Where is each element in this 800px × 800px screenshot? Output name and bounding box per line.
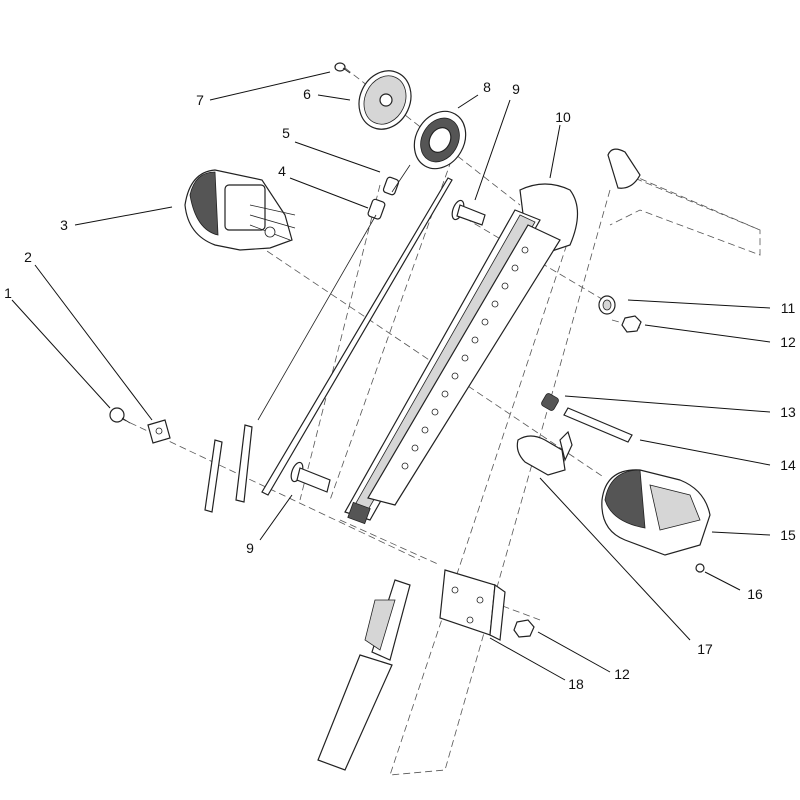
lever-part-17 <box>516 430 573 476</box>
callout-10: 10 <box>555 109 571 125</box>
callout-1: 1 <box>4 285 12 301</box>
screw-part-16 <box>695 563 705 573</box>
cable-connector-part-5 <box>382 176 400 196</box>
mounting-bracket-part-18 <box>439 569 506 641</box>
cable-connector-part-4 <box>367 198 386 220</box>
nut-part-12-lower <box>513 619 535 638</box>
chain-links <box>401 246 529 470</box>
callout-15: 15 <box>780 527 796 543</box>
spring-part-13 <box>541 393 559 411</box>
plate-part-14 <box>563 407 633 443</box>
bolt-part-1 <box>109 407 131 424</box>
handle-tube <box>317 148 761 776</box>
callout-13: 13 <box>780 404 796 420</box>
callout-7: 7 <box>196 92 204 108</box>
pulley-wheel-part-8 <box>413 110 467 170</box>
callout-12-upper: 12 <box>780 334 796 350</box>
callout-11: 11 <box>781 300 796 316</box>
control-cables <box>204 164 453 513</box>
callout-9-top: 9 <box>512 81 520 97</box>
callout-18: 18 <box>568 676 584 692</box>
callout-5: 5 <box>282 125 290 141</box>
nut-block-part-2 <box>147 419 171 444</box>
callout-17: 17 <box>697 641 713 657</box>
callout-6: 6 <box>303 86 311 102</box>
shoulder-bolt-part-9-top <box>451 199 486 226</box>
callout-labels: 1 2 3 4 5 6 7 8 9 9 10 11 12 12 13 14 15… <box>4 79 796 692</box>
washer-part-11 <box>598 295 616 315</box>
callout-12-lower: 12 <box>614 666 630 682</box>
screw-part-7 <box>334 62 351 74</box>
control-cover-part-15 <box>601 469 711 556</box>
shoulder-bolt-part-9-bottom <box>290 461 331 493</box>
callout-3: 3 <box>60 217 68 233</box>
callout-9-bottom: 9 <box>246 540 254 556</box>
callout-14: 14 <box>780 457 796 473</box>
nut-part-12-upper <box>621 315 642 333</box>
pulley-disc-part-6 <box>358 70 412 130</box>
callout-8: 8 <box>483 79 491 95</box>
callout-16: 16 <box>747 586 763 602</box>
gearbox-housing-part-3 <box>184 169 296 251</box>
callout-2: 2 <box>24 249 32 265</box>
leader-lines <box>11 71 771 681</box>
chain-housing-part-10 <box>344 183 579 525</box>
callout-4: 4 <box>278 163 286 179</box>
